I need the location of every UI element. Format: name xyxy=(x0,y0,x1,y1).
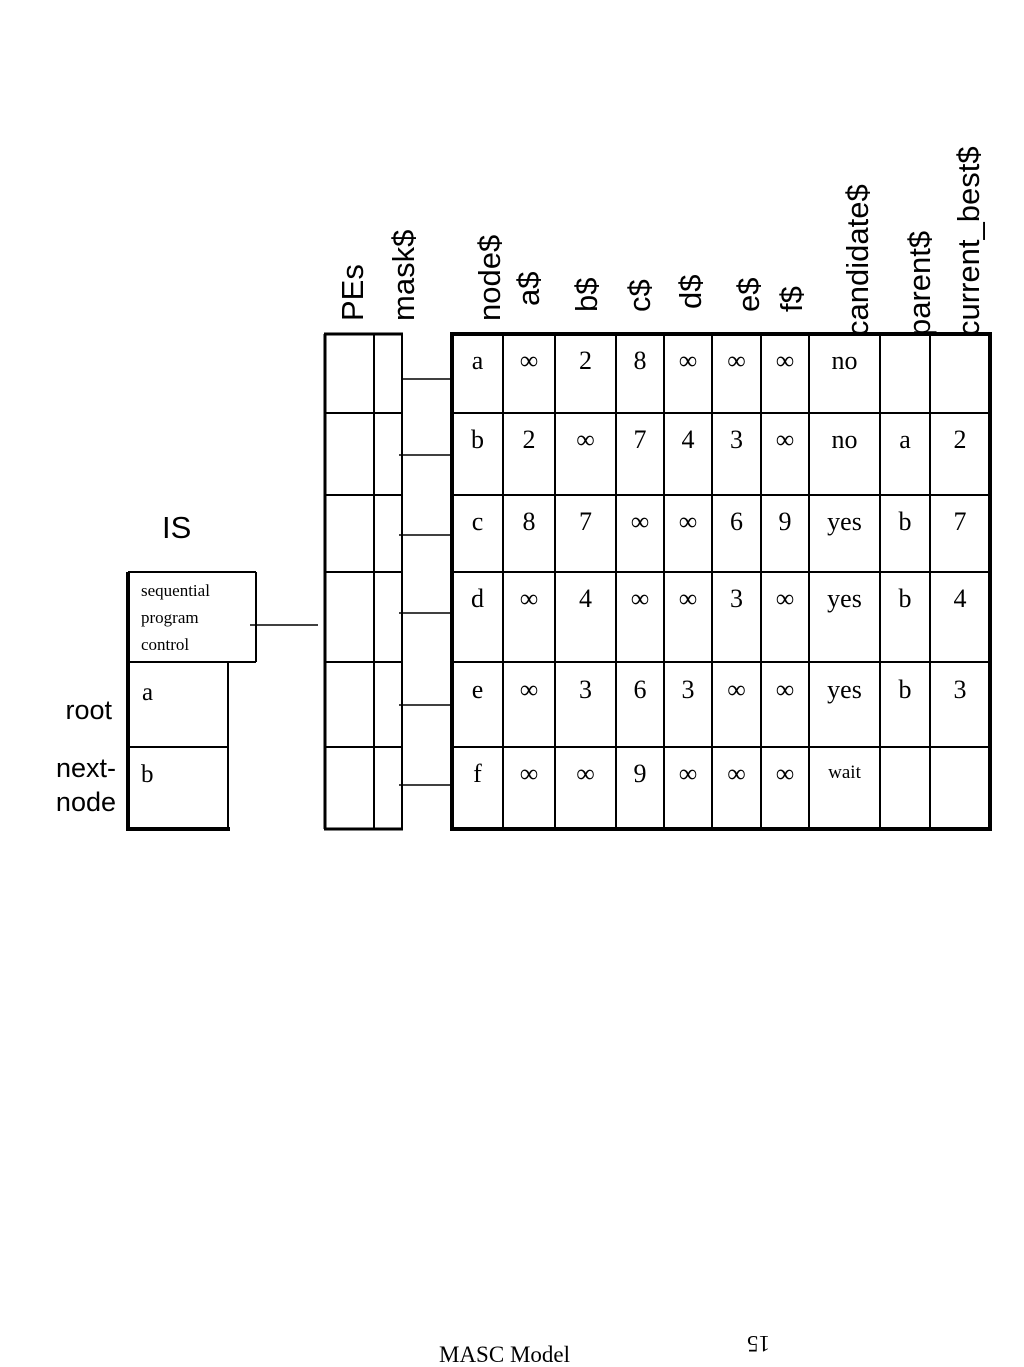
pe-connectors xyxy=(399,378,452,786)
cell-candidate: yes xyxy=(827,507,862,536)
column-header-c: c$ xyxy=(622,279,657,312)
control-line: control xyxy=(141,635,190,654)
cell-e: 3 xyxy=(730,584,743,613)
cell-candidate: yes xyxy=(827,584,862,613)
cell-c: 6 xyxy=(633,675,647,704)
column-header-e: e$ xyxy=(731,277,766,312)
cell-a: 8 xyxy=(522,507,536,536)
cell-node: d xyxy=(471,584,484,613)
page-number: 15 xyxy=(747,1331,770,1356)
cell-d: ∞ xyxy=(678,507,698,536)
cell-candidate: no xyxy=(831,346,858,375)
root-label: root xyxy=(65,695,112,725)
cell-current-best: 7 xyxy=(953,507,967,536)
cell-b: ∞ xyxy=(576,759,595,788)
next-node-label-line2: node xyxy=(55,786,116,817)
column-header-f: f$ xyxy=(774,286,809,312)
cell-parent: b xyxy=(898,584,912,613)
next-node-label-line1: next- xyxy=(55,753,116,783)
cell-e: 3 xyxy=(730,425,743,454)
root-value: a xyxy=(142,679,154,706)
cell-d: 4 xyxy=(681,425,695,454)
cell-current-best: 4 xyxy=(953,584,967,613)
pe-mask-columns xyxy=(323,332,403,831)
is-box-lines xyxy=(126,571,318,831)
cell-b: 2 xyxy=(579,346,592,375)
cell-f: ∞ xyxy=(775,346,795,375)
cell-a: ∞ xyxy=(519,675,539,704)
cell-d: ∞ xyxy=(678,759,698,788)
cell-f: ∞ xyxy=(775,675,795,704)
column-header-candidate: candidate$ xyxy=(840,184,875,336)
cell-candidate: yes xyxy=(827,675,862,704)
cell-d: 3 xyxy=(681,675,695,704)
cell-c: 8 xyxy=(633,346,647,375)
column-header-d: d$ xyxy=(673,274,708,309)
cell-e: ∞ xyxy=(727,759,746,788)
cell-a: ∞ xyxy=(519,584,539,613)
cell-f: ∞ xyxy=(775,584,795,613)
footer-title: MASC Model xyxy=(439,1342,570,1367)
cell-node: e xyxy=(471,675,484,704)
cell-node: a xyxy=(471,346,484,375)
cell-b: 3 xyxy=(579,675,592,704)
cell-b: ∞ xyxy=(576,425,595,454)
control-line: program xyxy=(141,608,199,627)
cell-d: ∞ xyxy=(678,584,698,613)
next-node-value: b xyxy=(141,761,154,788)
cell-a: ∞ xyxy=(519,346,539,375)
column-header-mask: mask$ xyxy=(386,229,421,321)
cell-current-best: 2 xyxy=(953,425,967,454)
column-header-pes: PEs xyxy=(335,264,370,321)
cell-current-best: 3 xyxy=(953,675,967,704)
column-header-node: node$ xyxy=(472,234,507,321)
cell-node: f xyxy=(473,759,482,788)
cell-parent: a xyxy=(899,425,911,454)
cell-b: 4 xyxy=(579,584,592,613)
column-header-b: b$ xyxy=(569,277,604,312)
column-header-current-best: current_best$ xyxy=(951,146,986,336)
cell-c: ∞ xyxy=(630,507,650,536)
cell-c: 7 xyxy=(633,425,647,454)
next-node-label: next- node xyxy=(30,752,116,820)
cell-node: c xyxy=(471,507,484,536)
cell-f: ∞ xyxy=(775,759,795,788)
cell-d: ∞ xyxy=(678,346,698,375)
cell-f: ∞ xyxy=(775,425,795,454)
cell-f: 9 xyxy=(778,507,792,536)
sequential-program-control: sequential program control xyxy=(141,577,210,658)
is-title: IS xyxy=(162,510,192,545)
cell-b: 7 xyxy=(579,507,592,536)
cell-parent: b xyxy=(898,675,912,704)
cell-e: ∞ xyxy=(727,675,746,704)
cell-candidate: no xyxy=(831,425,858,454)
cell-a: ∞ xyxy=(519,759,539,788)
cell-c: ∞ xyxy=(630,584,650,613)
control-line: sequential xyxy=(141,581,210,600)
cell-e: 6 xyxy=(730,507,743,536)
cell-a: 2 xyxy=(522,425,536,454)
cell-e: ∞ xyxy=(727,346,746,375)
column-header-a: a$ xyxy=(511,271,546,306)
cell-node: b xyxy=(471,425,484,454)
cell-c: 9 xyxy=(633,759,647,788)
data-table-grid xyxy=(450,332,992,831)
cell-parent: b xyxy=(898,507,912,536)
cell-candidate: wait xyxy=(828,762,861,783)
column-header-parent: parent$ xyxy=(902,230,937,336)
